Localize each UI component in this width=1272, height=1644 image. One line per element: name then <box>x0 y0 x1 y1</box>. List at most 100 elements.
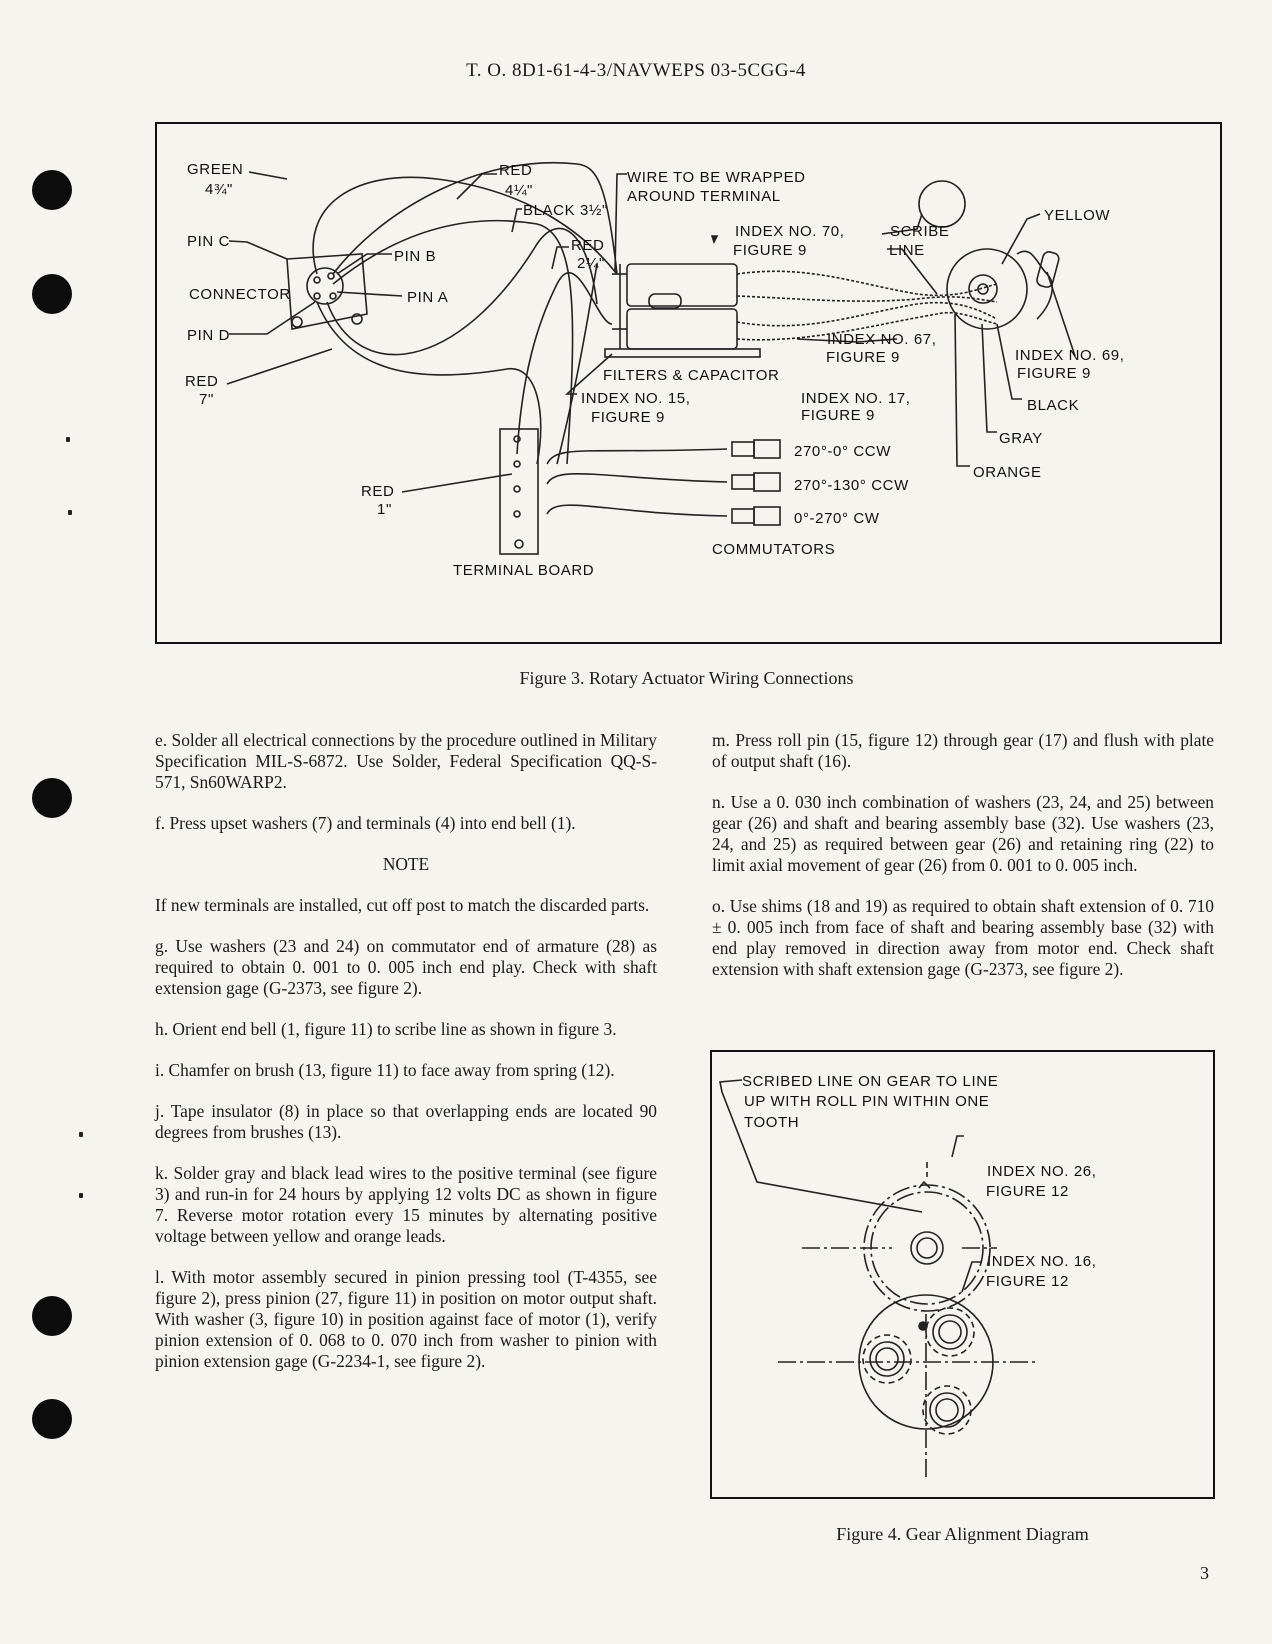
gear-alignment-svg: SCRIBED LINE ON GEAR TO LINE UP WITH ROL… <box>719 1073 1097 1477</box>
punch-hole <box>32 170 72 210</box>
label-index67-1: INDEX NO. 67, <box>827 331 937 348</box>
label-pin-c: PIN C <box>187 233 230 250</box>
speck <box>66 437 70 442</box>
leader-index69 <box>1046 271 1076 357</box>
page-number: 3 <box>1200 1563 1209 1583</box>
label-pin-a: PIN A <box>407 289 448 306</box>
leader-index26 <box>951 1135 964 1158</box>
label-pin-b: PIN B <box>394 248 436 265</box>
label-green: GREEN <box>187 161 243 178</box>
label-red-top: RED <box>499 162 532 179</box>
label-wire-wrapped-2: AROUND TERMINAL <box>627 188 781 205</box>
roll-pin <box>918 1321 928 1331</box>
label-filters-capacitor: FILTERS & CAPACITOR <box>603 367 779 384</box>
step-h: h. Orient end bell (1, figure 11) to scr… <box>155 1019 617 1039</box>
label-index17-1: INDEX NO. 17, <box>801 390 911 407</box>
label-black: BLACK 3½" <box>523 202 608 219</box>
commutator-3 <box>731 508 755 524</box>
leader-black-right <box>996 323 1022 400</box>
leader-index67 <box>796 338 898 343</box>
leader-red-mid <box>551 246 569 270</box>
wire-loop <box>326 227 598 356</box>
punch-hole <box>32 778 72 818</box>
leader-pin-b <box>336 253 392 275</box>
leader-green <box>248 171 288 180</box>
black-wire <box>332 219 574 465</box>
plate-hole <box>869 1341 905 1377</box>
note-body: If new terminals are installed, cut off … <box>155 895 650 915</box>
gear-26-hub <box>910 1231 944 1265</box>
label-index16-1: INDEX NO. 16, <box>987 1253 1097 1270</box>
label-pin-d: PIN D <box>187 327 230 344</box>
label-yellow: YELLOW <box>1044 207 1110 224</box>
step-j: j. Tape insulator (8) in place so that o… <box>155 1101 657 1142</box>
leader-index16 <box>961 1261 982 1293</box>
label-orange: ORANGE <box>973 464 1042 481</box>
connector-body <box>306 267 344 305</box>
leader-pin-c <box>228 240 288 260</box>
right-column: m. Press roll pin (15, figure 12) throug… <box>712 730 1214 1000</box>
step-l: l. With motor assembly secured in pinion… <box>155 1267 657 1371</box>
commutator-1 <box>731 441 755 457</box>
leader-index70 <box>881 213 923 235</box>
green-wire <box>312 176 618 275</box>
label-scribed-line-2: UP WITH ROLL PIN WITHIN ONE <box>744 1093 989 1110</box>
label-commutator-1: 270°-0° CCW <box>794 443 891 460</box>
label-index70-1: INDEX NO. 70, <box>735 223 845 240</box>
label-commutators: COMMUTATORS <box>712 541 835 558</box>
label-red-low: RED <box>185 373 218 390</box>
yellow-lead-component <box>1036 251 1060 288</box>
capacitor-base <box>604 348 761 358</box>
terminal-board <box>499 428 539 555</box>
red-wire-low <box>316 301 542 465</box>
leader-red-top <box>456 173 497 200</box>
label-commutator-2: 270°-130° CCW <box>794 477 909 494</box>
label-red-1: RED <box>361 483 394 500</box>
scribe-circle <box>918 180 966 228</box>
label-commutator-3: 0°-270° CW <box>794 510 880 527</box>
label-scribe: SCRIBE <box>890 223 949 240</box>
label-index70-2: FIGURE 9 <box>733 242 807 259</box>
label-terminal-board: TERMINAL BOARD <box>453 562 594 579</box>
label-index69-2: FIGURE 9 <box>1017 365 1091 382</box>
label-index69-1: INDEX NO. 69, <box>1015 347 1125 364</box>
step-o: o. Use shims (18 and 19) as required to … <box>712 896 1214 979</box>
plate-hole <box>929 1392 965 1428</box>
punch-hole <box>32 274 72 314</box>
speck <box>79 1132 83 1137</box>
step-n: n. Use a 0. 030 inch combination of wash… <box>712 792 1214 875</box>
filter-lower <box>626 308 738 350</box>
harness-3 <box>736 301 998 327</box>
wire-to-board <box>556 263 598 465</box>
commutator-2 <box>731 474 755 490</box>
leader-scribed-line <box>719 1079 923 1213</box>
leader-index15 <box>564 353 613 395</box>
step-k: k. Solder gray and black lead wires to t… <box>155 1163 657 1246</box>
step-g: g. Use washers (23 and 24) on commutator… <box>155 936 657 998</box>
step-m: m. Press roll pin (15, figure 12) throug… <box>712 730 1214 771</box>
left-column: e. Solder all electrical connections by … <box>155 730 657 1392</box>
label-index16-2: FIGURE 12 <box>986 1273 1069 1290</box>
label-black-right: BLACK <box>1027 397 1079 414</box>
wiring-diagram-svg: GREEN 4¾" RED 4¼" BLACK 3½" RED 2¼" WIRE… <box>185 161 1125 579</box>
label-index17-2: FIGURE 9 <box>801 407 875 424</box>
label-scribed-line-3: TOOTH <box>744 1114 799 1131</box>
leader-red-7 <box>226 348 333 385</box>
leader-black <box>511 208 522 233</box>
label-green-length: 4¾" <box>205 181 233 198</box>
label-index67-2: FIGURE 9 <box>826 349 900 366</box>
punch-hole <box>32 1399 72 1439</box>
note-heading: NOTE <box>382 854 430 874</box>
label-gray: GRAY <box>999 430 1043 447</box>
figure-4-gear-alignment: SCRIBED LINE ON GEAR TO LINE UP WITH ROL… <box>710 1050 1215 1499</box>
label-red-low-length: 7" <box>199 391 214 408</box>
figure-4-caption: Figure 4. Gear Alignment Diagram <box>836 1524 1089 1544</box>
label-wire-wrapped-1: WIRE TO BE WRAPPED <box>627 169 806 186</box>
leader-wire-wrapped <box>614 173 627 273</box>
harness-1 <box>736 270 998 297</box>
figure-3-caption: Figure 3. Rotary Actuator Wiring Connect… <box>519 668 854 688</box>
punch-hole <box>32 1296 72 1336</box>
harness-2 <box>736 295 998 303</box>
label-index26-2: FIGURE 12 <box>986 1183 1069 1200</box>
filter-upper <box>626 263 738 307</box>
